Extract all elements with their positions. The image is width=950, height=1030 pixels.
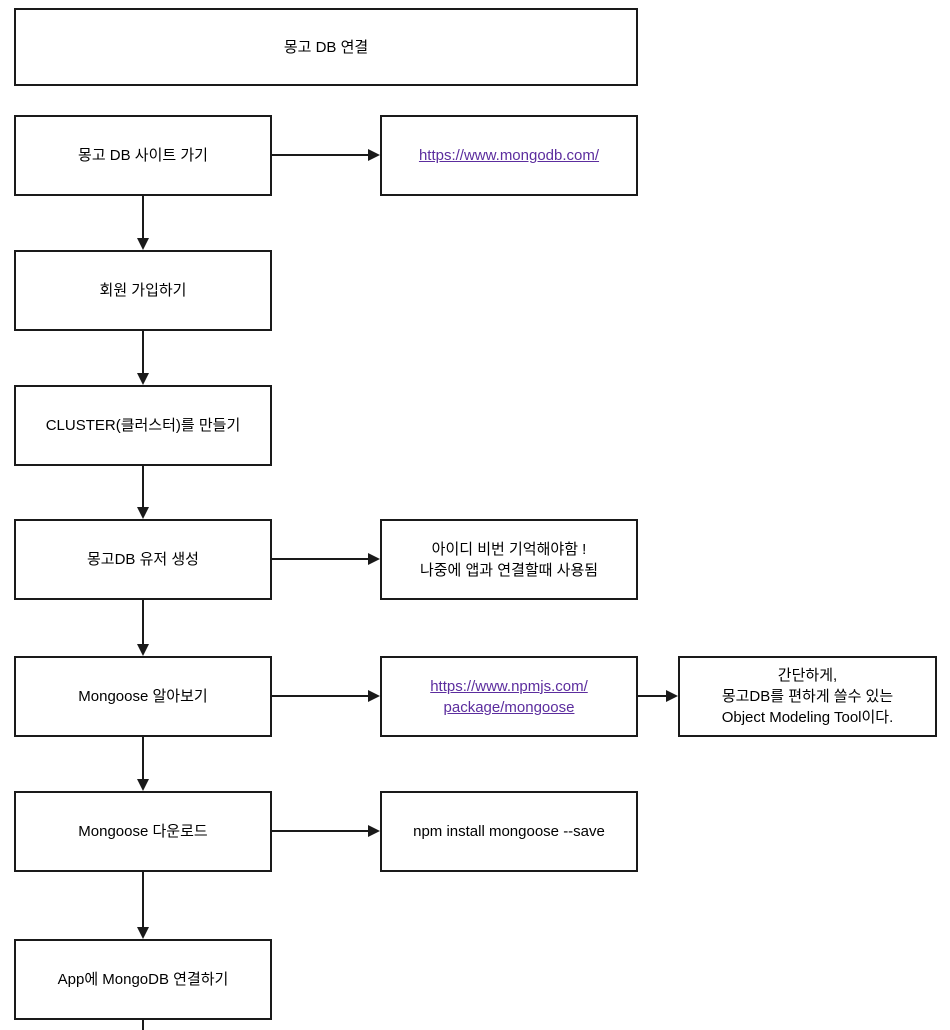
node-step4-note: 아이디 비번 기억해야함 ! 나중에 앱과 연결할때 사용됨 — [380, 519, 638, 600]
node-step3-create-cluster: CLUSTER(클러스터)를 만들기 — [14, 385, 272, 466]
node-step7-connect-app: App에 MongoDB 연결하기 — [14, 939, 272, 1020]
node-step2-label: 회원 가입하기 — [99, 282, 187, 299]
node-step3-label: CLUSTER(클러스터)를 만들기 — [45, 417, 241, 434]
connector-step2-step3-line — [142, 331, 144, 373]
node-step6-note: npm install mongoose --save — [380, 791, 638, 872]
node-step2-signup: 회원 가입하기 — [14, 250, 272, 331]
connector-step1-step2-line — [142, 196, 144, 238]
connector-step3-step4-line — [142, 466, 144, 507]
connector-step4-note-arrowhead — [368, 553, 380, 565]
connector-step1-step2-arrowhead — [137, 238, 149, 250]
connector-step4-note-line — [272, 558, 368, 560]
node-step4-create-user: 몽고DB 유저 생성 — [14, 519, 272, 600]
connector-step1-link-line — [272, 154, 368, 156]
node-step1-label: 몽고 DB 사이트 가기 — [78, 147, 208, 164]
node-step4-label: 몽고DB 유저 생성 — [87, 551, 199, 568]
connector-step3-step4-arrowhead — [137, 507, 149, 519]
node-step5-note-label: 간단하게, 몽고DB를 편하게 쓸수 있는 Object Modeling To… — [721, 667, 894, 726]
node-step1-link-box: https://www.mongodb.com/ — [380, 115, 638, 196]
npm-mongoose-link[interactable]: https://www.npmjs.com/ package/mongoose — [430, 677, 588, 716]
connector-step5-step6-arrowhead — [137, 779, 149, 791]
connector-step6-step7-line — [142, 872, 144, 927]
node-step5-note: 간단하게, 몽고DB를 편하게 쓸수 있는 Object Modeling To… — [678, 656, 937, 737]
connector-step5link-note-arrowhead — [666, 690, 678, 702]
node-step7-label: App에 MongoDB 연결하기 — [57, 971, 229, 988]
connector-step5-step6-line — [142, 737, 144, 779]
node-step6-download-mongoose: Mongoose 다운로드 — [14, 791, 272, 872]
node-step5-learn-mongoose: Mongoose 알아보기 — [14, 656, 272, 737]
mongodb-site-link[interactable]: https://www.mongodb.com/ — [418, 147, 600, 164]
node-step5-label: Mongoose 알아보기 — [78, 688, 208, 705]
connector-step6-note-line — [272, 830, 368, 832]
connector-step6-step7-arrowhead — [137, 927, 149, 939]
connector-step2-step3-arrowhead — [137, 373, 149, 385]
connector-step1-link-arrowhead — [368, 149, 380, 161]
node-step5-link-box: https://www.npmjs.com/ package/mongoose — [380, 656, 638, 737]
node-step6-label: Mongoose 다운로드 — [78, 823, 208, 840]
connector-step7-continuation-line — [142, 1020, 144, 1030]
connector-step4-step5-arrowhead — [137, 644, 149, 656]
connector-step4-step5-line — [142, 600, 144, 644]
connector-step5-link-line — [272, 695, 368, 697]
connector-step6-note-arrowhead — [368, 825, 380, 837]
node-step1-go-to-site: 몽고 DB 사이트 가기 — [14, 115, 272, 196]
node-title: 몽고 DB 연결 — [14, 8, 638, 86]
node-step4-note-label: 아이디 비번 기억해야함 ! 나중에 앱과 연결할때 사용됨 — [419, 540, 599, 579]
connector-step5-link-arrowhead — [368, 690, 380, 702]
node-step6-note-label: npm install mongoose --save — [413, 823, 605, 840]
node-title-label: 몽고 DB 연결 — [283, 38, 369, 56]
connector-step5link-note-line — [638, 695, 666, 697]
